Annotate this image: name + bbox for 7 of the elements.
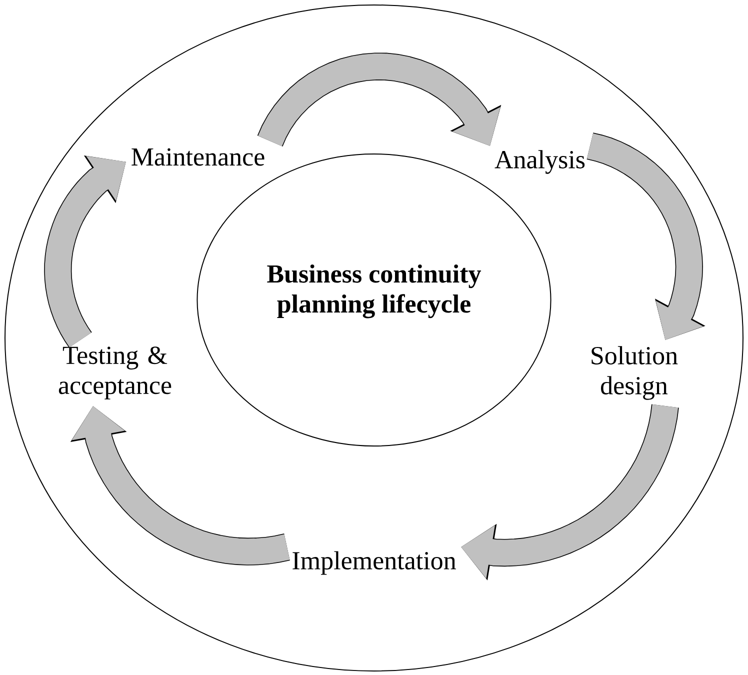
- phase-label: Implementation: [292, 551, 456, 575]
- curved-block-arrow: [257, 52, 502, 147]
- phase-label: Maintenance: [132, 148, 264, 166]
- cycle-ellipse: [4, 4, 744, 672]
- phase-label: Analysis: [494, 150, 585, 174]
- phase-label: Testing & acceptance: [58, 346, 172, 400]
- phase-label: Solution design: [592, 346, 678, 400]
